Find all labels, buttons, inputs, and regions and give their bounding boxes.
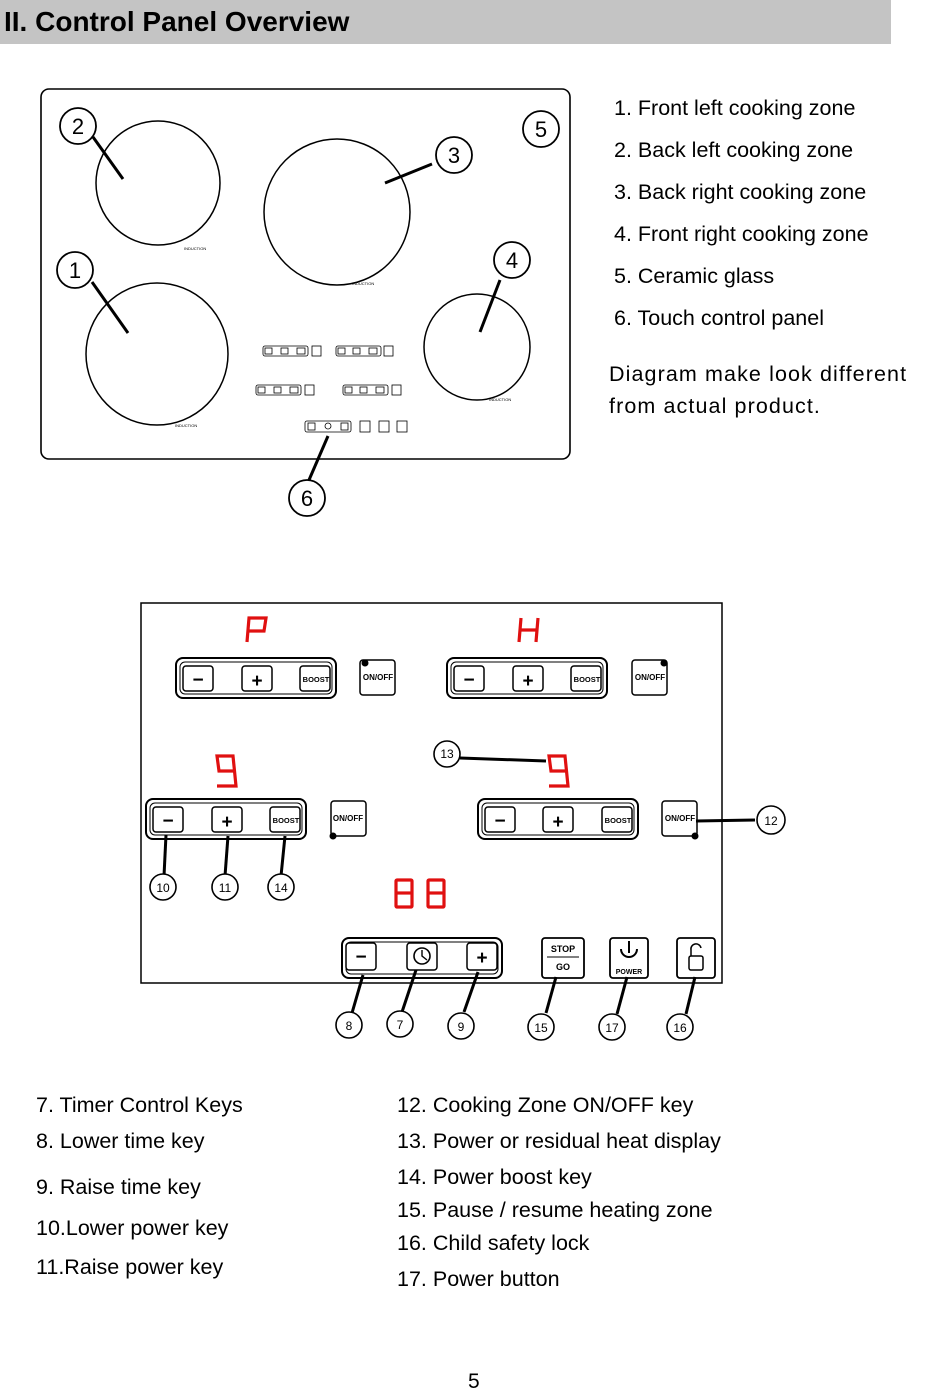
svg-text:STOP: STOP: [551, 944, 575, 954]
title-bar: [0, 0, 891, 44]
svg-text:BOOST: BOOST: [303, 675, 330, 684]
zone-list-item: 4. Front right cooking zone: [614, 222, 869, 246]
callout-2: 2: [72, 114, 84, 139]
svg-text:ON/OFF: ON/OFF: [333, 814, 363, 823]
stop-go-key: [541, 937, 585, 979]
legend-left-item: 8. Lower time key: [36, 1129, 205, 1153]
power-display-back-left: [517, 617, 540, 643]
callout-12: 12: [764, 814, 778, 828]
timer-display: [394, 878, 446, 909]
legend-left-item: 11.Raise power key: [36, 1255, 224, 1279]
zone-stamp: INDUCTION: [184, 246, 206, 251]
onoff-key-front-right: [661, 800, 698, 837]
page-number: 5: [468, 1370, 480, 1393]
svg-text:−: −: [494, 811, 505, 832]
legend-right-item: 13. Power or residual heat display: [397, 1129, 721, 1153]
svg-text:BOOST: BOOST: [574, 675, 601, 684]
zone-stamp: INDUCTION: [352, 281, 374, 286]
section-title: II. Control Panel Overview: [4, 6, 350, 37]
disclaimer-line: Diagram make look different: [609, 362, 908, 386]
timer-keygroup: [341, 937, 503, 979]
zone-back-right: [263, 138, 411, 286]
svg-text:−: −: [355, 947, 366, 968]
svg-text:POWER: POWER: [616, 969, 642, 976]
legend-left-item: 10.Lower power key: [36, 1216, 229, 1240]
zone-list-item: 1. Front left cooking zone: [614, 96, 856, 120]
legend-left-item: 9. Raise time key: [36, 1175, 201, 1199]
cooktop-diagram: INDUCTION INDUCTION INDUCTION INDUCTION …: [40, 88, 571, 517]
legend-right-item: 16. Child safety lock: [397, 1231, 590, 1255]
callout-14: 14: [274, 881, 288, 895]
callout-16: 16: [673, 1021, 687, 1035]
callout-3: 3: [448, 143, 460, 168]
onoff-key-back-left: [359, 659, 396, 696]
zone-front-left: [85, 282, 229, 426]
svg-text:−: −: [192, 670, 203, 691]
callout-6: 6: [301, 486, 313, 511]
zone-list-item: 2. Back left cooking zone: [614, 138, 854, 162]
svg-text:+: +: [552, 812, 563, 833]
legend-right-item: 14. Power boost key: [397, 1165, 592, 1189]
zone-list-item: 5. Ceramic glass: [614, 264, 775, 288]
legend-right-item: 15. Pause / resume heating zone: [397, 1198, 713, 1222]
callout-17: 17: [605, 1021, 619, 1035]
zone-back-left: [95, 120, 221, 246]
callout-4: 4: [506, 248, 518, 273]
callout-10: 10: [156, 881, 170, 895]
callout-8: 8: [346, 1019, 353, 1033]
svg-text:+: +: [522, 671, 533, 692]
callout-9: 9: [458, 1020, 465, 1034]
svg-text:+: +: [476, 948, 487, 969]
power-display-front-left: [245, 616, 268, 643]
callout-5: 5: [535, 117, 547, 142]
legend-left-item: 7. Timer Control Keys: [36, 1093, 243, 1117]
lock-icon: [690, 943, 702, 956]
zone-stamp: INDUCTION: [489, 397, 511, 402]
svg-text:+: +: [221, 812, 232, 833]
zone-list-item: 6. Touch control panel: [614, 306, 824, 330]
power-icon: [620, 948, 638, 958]
callout-11: 11: [219, 881, 232, 895]
zone-front-right: [423, 293, 531, 401]
svg-text:−: −: [463, 670, 474, 691]
keygroup-front-left: [145, 798, 307, 840]
power-key: [609, 937, 649, 979]
clock-icon: [413, 947, 431, 965]
legend-right-item: 12. Cooking Zone ON/OFF key: [397, 1093, 694, 1117]
callout-1: 1: [69, 258, 81, 283]
keygroup-back-left: [175, 657, 337, 699]
callout-13: 13: [440, 747, 454, 761]
legend-right-item: 17. Power button: [397, 1267, 560, 1291]
residual-heat-display: [547, 754, 570, 788]
onoff-key-back-right: [631, 659, 668, 696]
svg-text:+: +: [251, 671, 262, 692]
zone-list-item: 3. Back right cooking zone: [614, 180, 867, 204]
power-display-front-left-2: [215, 754, 238, 788]
onoff-key-front-left: [330, 800, 367, 837]
disclaimer-line: from actual product.: [609, 394, 822, 418]
svg-text:ON/OFF: ON/OFF: [635, 673, 665, 682]
keygroup-back-right: [446, 657, 608, 699]
zone-stamp: INDUCTION: [175, 423, 197, 428]
mini-control-panel: [255, 345, 408, 433]
svg-text:ON/OFF: ON/OFF: [363, 673, 393, 682]
svg-text:BOOST: BOOST: [273, 816, 300, 825]
callout-7: 7: [397, 1018, 404, 1032]
keygroup-front-right: [477, 798, 639, 840]
svg-text:BOOST: BOOST: [605, 816, 632, 825]
svg-text:ON/OFF: ON/OFF: [665, 814, 695, 823]
svg-text:−: −: [162, 811, 173, 832]
svg-text:GO: GO: [556, 962, 570, 972]
control-panel-diagram: − + − + − + − + − + BOOST BOOST BOOST BOOST O…: [140, 602, 786, 1041]
callout-15: 15: [534, 1021, 548, 1035]
